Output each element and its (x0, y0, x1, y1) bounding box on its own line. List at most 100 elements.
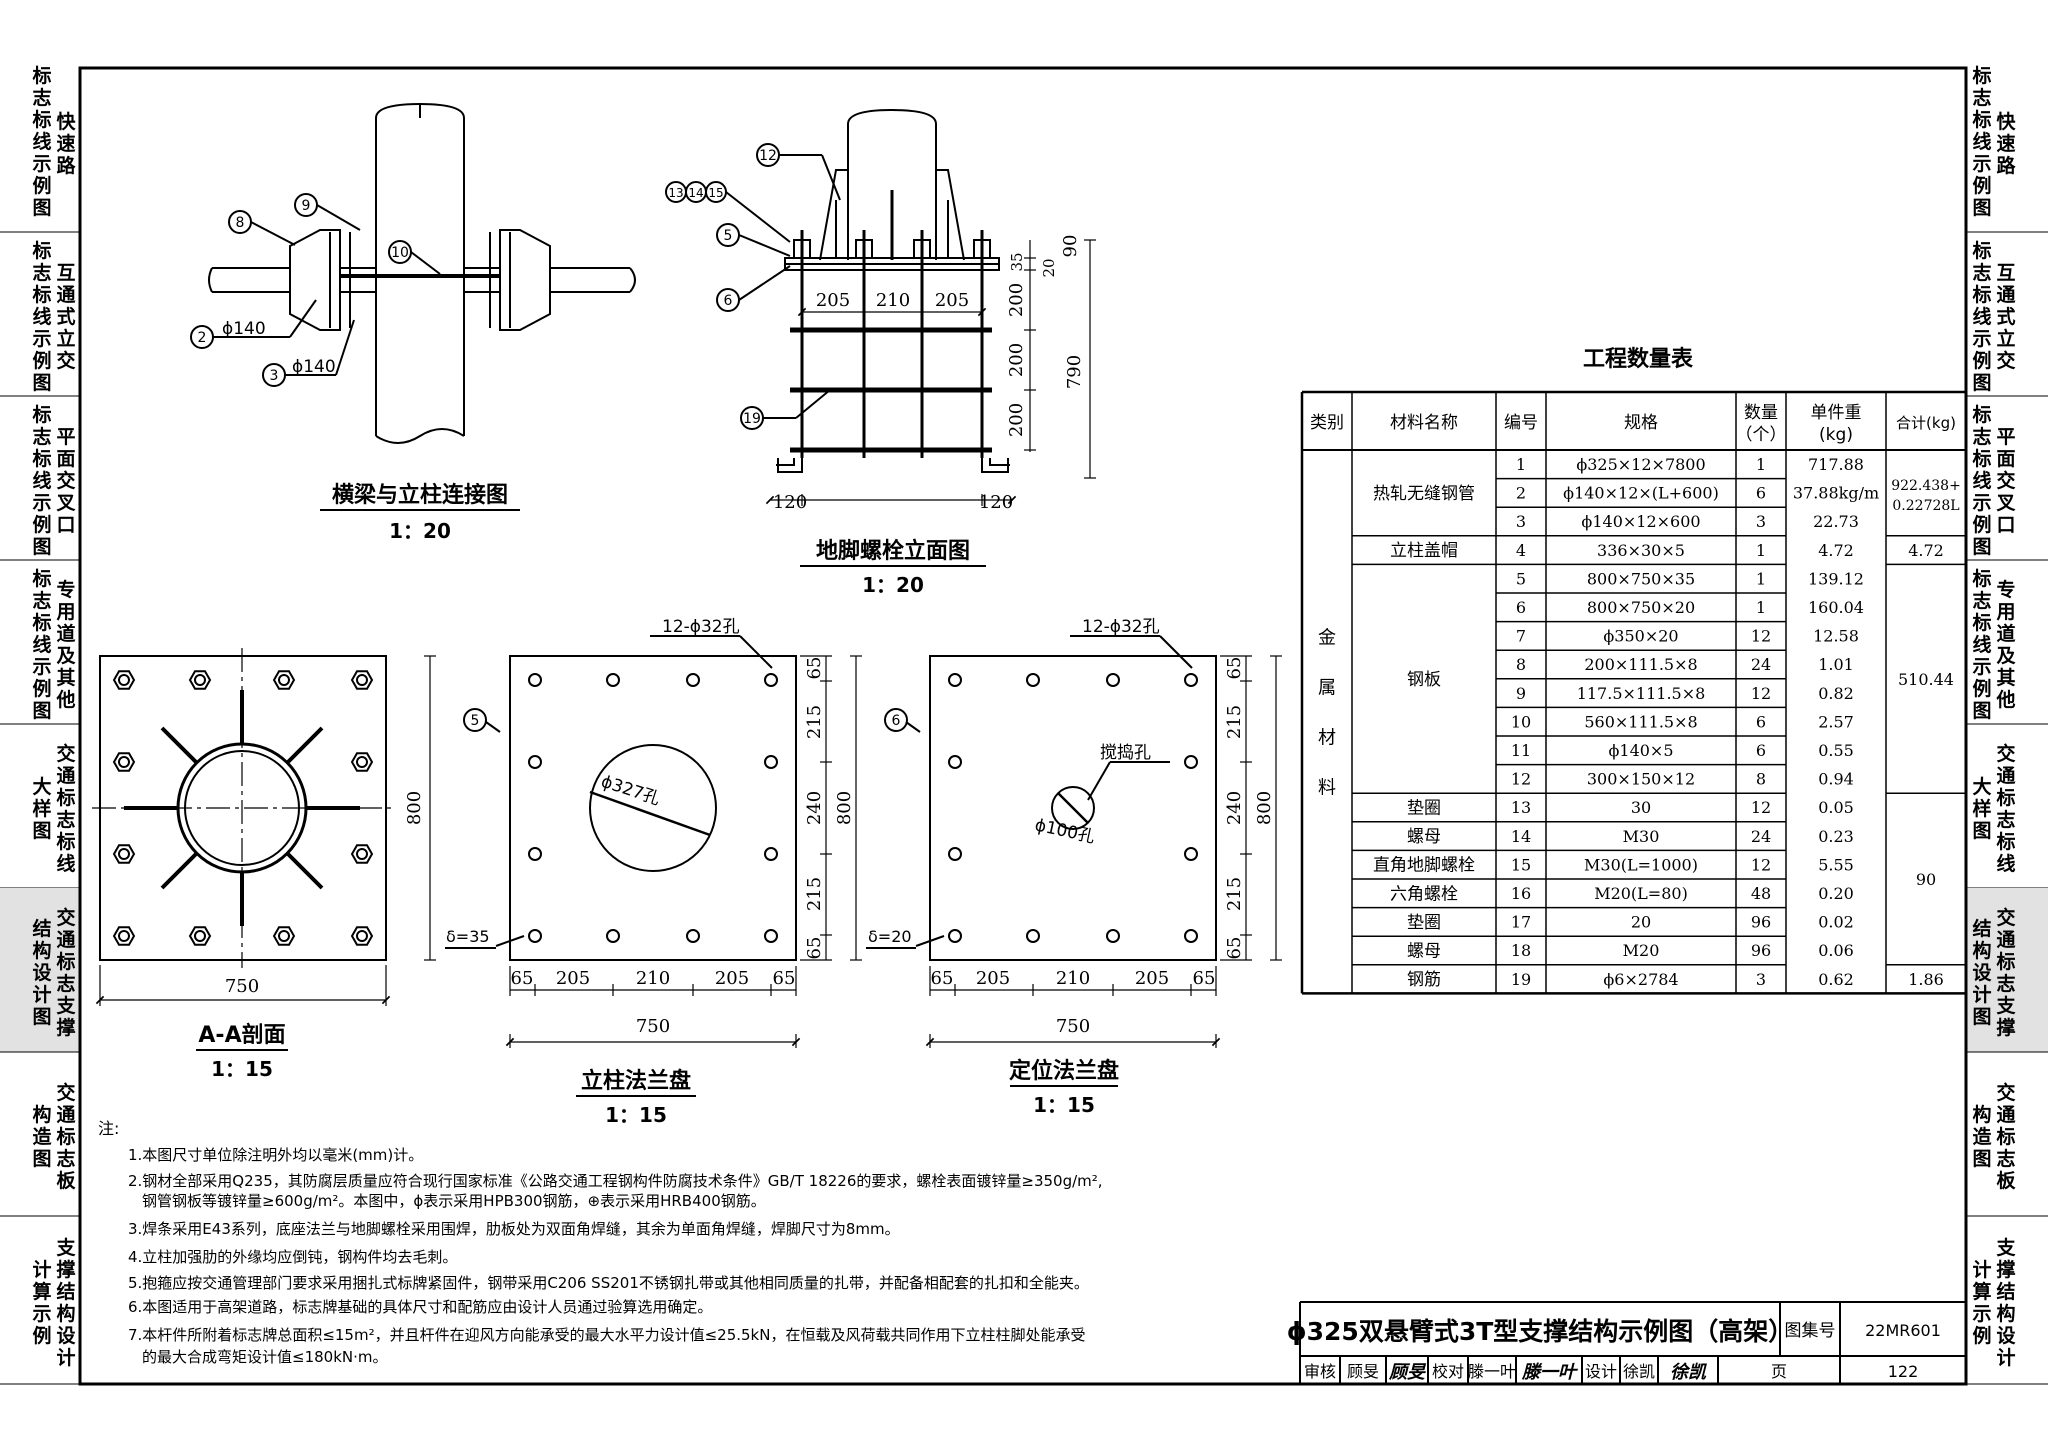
side-tab-char: 标 (56, 831, 75, 853)
callout-13: 13 (668, 186, 683, 200)
side-tab-char: 支 (1995, 995, 2016, 1017)
callout-5: 5 (724, 228, 733, 244)
side-tab-char: 图 (1972, 1148, 1991, 1170)
side-tab-char: 示 (1972, 492, 1991, 514)
cf-callout-5: 5 (471, 713, 480, 729)
side-tab-char: 标 (1996, 831, 2015, 853)
table-cell-spec: ϕ6×2784 (1603, 970, 1678, 989)
side-tab-char: 样 (1972, 797, 1991, 820)
bolt-hole (686, 673, 700, 687)
table-cell-no: 17 (1511, 913, 1531, 932)
note-line: 6.本图适用于高架道路，标志牌基础的具体尺寸和配筋应由设计人员通过验算选用确定。 (128, 1298, 712, 1316)
lf-thickness: δ=20 (868, 927, 912, 946)
table-cell-qty: 1 (1756, 569, 1766, 588)
bolt-hole (118, 848, 130, 860)
side-tab-char: 专 (1996, 578, 2015, 601)
cf-center-hole: ϕ327孔 (598, 772, 662, 810)
bolt-hole (528, 673, 542, 687)
dim-35: 35 (1008, 252, 1026, 271)
dim-120-b: 120 (979, 492, 1013, 513)
side-tab-char: 平 (56, 426, 75, 448)
bolt-hole (194, 674, 206, 686)
side-tab-char: 标 (1972, 240, 1991, 262)
checker-name: 滕一叶 (1468, 1362, 1516, 1381)
bolt-hole (1026, 673, 1040, 687)
side-tab-char: 撑 (56, 1016, 75, 1039)
table-cell-qty: 6 (1756, 712, 1766, 731)
anchor-bolt-title: 地脚螺栓立面图 (816, 538, 970, 564)
side-tab-char: 志 (1996, 808, 2015, 831)
table-header: 规格 (1624, 413, 1658, 433)
side-tab-char: 志 (1972, 86, 1991, 109)
table-cell-qty: 12 (1751, 855, 1771, 874)
dim-20: 20 (1040, 258, 1058, 277)
lf-callout-6: 6 (892, 713, 901, 729)
table-cell-material: 六角螺栓 (1390, 884, 1458, 904)
side-tab-char: 标 (1996, 1126, 2015, 1148)
side-tab-char: 线 (56, 852, 75, 875)
side-tab-char: 志 (1972, 589, 1991, 612)
designer-name: 徐凯 (1623, 1362, 1655, 1381)
table-cell-unit-weight: 717.88 (1808, 455, 1864, 474)
side-tab-char: 互 (56, 262, 75, 284)
cf-dim-r0: 65 (804, 657, 825, 680)
side-tab-char: 其 (56, 667, 75, 689)
bolt-hole (194, 930, 206, 942)
table-cell-total: 922.438+ (1891, 478, 1961, 494)
table-cell-qty: 48 (1751, 884, 1771, 903)
cf-dim-b1: 205 (556, 968, 590, 989)
table-cell-total: 4.72 (1908, 541, 1944, 560)
side-tab-char: 算 (32, 1280, 51, 1303)
table-cell-spec: M30 (1623, 827, 1660, 846)
side-tab-char: 通 (1996, 284, 2016, 306)
beam-joint-drawing (190, 102, 636, 444)
anchor-bolt-scale: 1：20 (862, 573, 924, 597)
side-tab-char: 标 (32, 65, 51, 87)
table-cell-unit-weight: 22.73 (1813, 512, 1859, 531)
side-tab-char: 图 (1972, 1006, 1991, 1028)
reviewer-name: 顾旻 (1347, 1362, 1379, 1381)
side-tab-char: 线 (32, 130, 51, 153)
bolt-hole (278, 930, 290, 942)
beam-joint-scale: 1：20 (389, 519, 451, 543)
atlas-label: 图集号 (1785, 1321, 1836, 1341)
side-tab-char: 示 (1972, 1303, 1991, 1325)
side-tab-char: 用 (1996, 601, 2015, 623)
bolt-hole (948, 847, 962, 861)
hex-nut (350, 752, 374, 772)
side-tab-char: 示 (1972, 328, 1991, 350)
lf-dim-r0: 65 (1224, 657, 1245, 680)
bolt-hole (606, 929, 620, 943)
side-tab-char: 通 (56, 284, 76, 306)
lf-dim-r2: 240 (1224, 791, 1245, 825)
side-tab-char: 志 (56, 972, 75, 995)
bolt-hole (1184, 847, 1198, 861)
side-tab-char: 示 (1972, 153, 1991, 175)
side-tab-char: 线 (1972, 469, 1991, 492)
side-tab-char: 专 (56, 578, 75, 601)
side-tab-char: 速 (56, 132, 75, 155)
side-tab-char: 标 (1996, 787, 2015, 809)
side-tab-char: 设 (1972, 962, 1991, 984)
side-tab-char: 示 (32, 656, 51, 678)
callout-9: 9 (302, 198, 311, 214)
table-cell-no: 19 (1511, 970, 1531, 989)
side-tab-char: 标 (32, 568, 51, 590)
table-cell-qty: 24 (1751, 655, 1771, 674)
bolt-hole (356, 848, 368, 860)
bolt-hole (764, 673, 778, 687)
pipe-dia-label-1: ϕ140 (222, 319, 266, 339)
side-tab-char: 计 (1996, 1347, 2015, 1369)
side-tab-char: 图 (32, 1006, 51, 1028)
side-tab-char: 支 (1995, 1237, 2016, 1259)
table-cell-spec: ϕ140×12×(L+600) (1563, 484, 1719, 503)
side-tab-char: 示 (32, 1303, 51, 1325)
table-cell-no: 1 (1516, 455, 1526, 474)
table-cell-unit-weight: 0.23 (1818, 827, 1854, 846)
table-cell-no: 4 (1516, 541, 1526, 560)
dim-790: 790 (1064, 355, 1085, 389)
title-block (1299, 1301, 1966, 1384)
side-tab-char: 交 (1996, 1081, 2015, 1104)
side-tab-char: 图 (32, 372, 51, 394)
table-cell-qty: 96 (1751, 941, 1771, 960)
